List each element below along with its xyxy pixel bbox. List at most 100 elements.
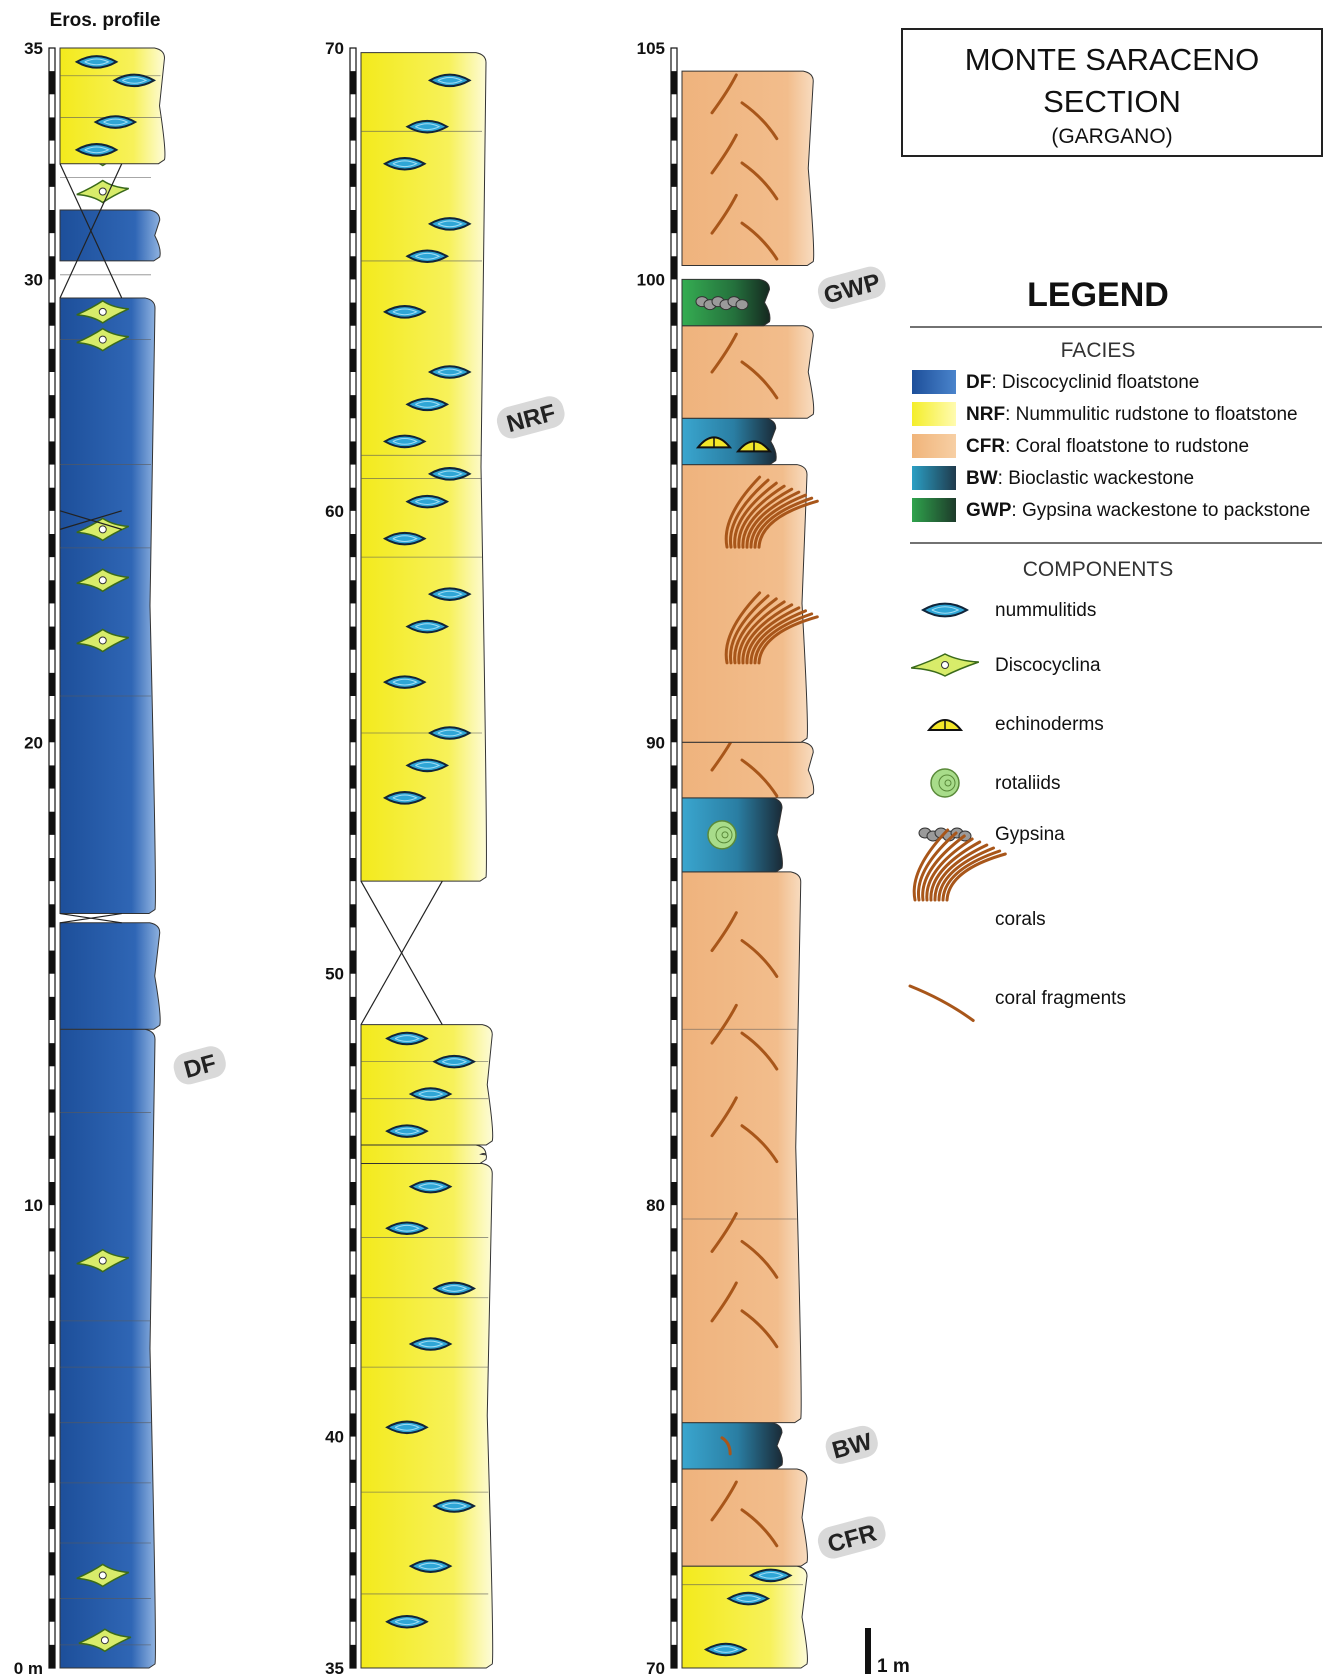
axis-segment — [671, 303, 677, 326]
legend-component-label: nummulitids — [995, 600, 1096, 621]
bed-cfr — [682, 326, 814, 419]
discocyclina-center — [99, 526, 106, 533]
axis-segment — [49, 1367, 55, 1390]
nummulitid-icon — [923, 604, 967, 617]
axis-segment — [350, 349, 356, 372]
legend-facies-code: GWP — [966, 500, 1012, 521]
covered-interval — [60, 914, 122, 923]
axis-segment — [350, 210, 356, 233]
legend-swatch — [912, 402, 956, 426]
bed-body — [682, 1469, 807, 1566]
axis-tick-label: 35 — [24, 39, 43, 58]
legend-component-label: coral fragments — [995, 988, 1126, 1009]
axis-segment — [671, 1552, 677, 1575]
axis-segment — [49, 117, 55, 140]
discocyclina-center — [101, 1637, 108, 1644]
legend-swatch — [912, 466, 956, 490]
axis-segment — [671, 256, 677, 279]
axis-segment — [350, 719, 356, 742]
bed-gwp — [682, 279, 770, 325]
axis-segment — [671, 1645, 677, 1668]
axis-tick-label: 80 — [646, 1196, 665, 1215]
axis-segment — [671, 534, 677, 557]
bed-cfr — [682, 71, 814, 265]
axis-segment — [350, 303, 356, 326]
axis-segment — [671, 673, 677, 696]
axis-segment — [49, 441, 55, 464]
axis-segment — [350, 1043, 356, 1066]
axis-segment — [671, 627, 677, 650]
axis-segment — [350, 395, 356, 418]
axis-tick-label: 70 — [646, 1659, 665, 1676]
axis-tick-label: 40 — [325, 1428, 344, 1447]
bed-df — [60, 1029, 155, 1668]
axis-tick-label: 100 — [637, 270, 665, 289]
bed-body — [682, 418, 776, 464]
bed-nrf — [361, 1163, 493, 1668]
legend-component-item: coral fragments — [910, 986, 1126, 1021]
axis-segment — [350, 71, 356, 94]
axis-segment — [671, 904, 677, 927]
legend-facies-item: NRF: Nummulitic rudstone to floatstone — [912, 402, 1298, 426]
axis-segment — [350, 1136, 356, 1159]
erosion-profile-label: Eros. profile — [50, 10, 161, 31]
axis-segment — [49, 1645, 55, 1668]
depth-axis: 3540506070 — [325, 39, 356, 1676]
legend-component-label: Gypsina — [995, 824, 1065, 845]
axis-segment — [350, 904, 356, 927]
axis-segment — [350, 1367, 356, 1390]
axis-segment — [49, 1228, 55, 1251]
axis-segment — [350, 997, 356, 1020]
bed-nrf — [682, 1566, 807, 1668]
scale-bar-label: 1 m — [877, 1656, 910, 1676]
title-line-3: (GARGANO) — [1051, 125, 1172, 148]
axis-segment — [49, 1043, 55, 1066]
axis-segment — [49, 951, 55, 974]
axis-segment — [671, 71, 677, 94]
bed-nrf — [361, 1025, 493, 1145]
legend-facies-desc: : Coral floatstone to rudstone — [1005, 436, 1249, 457]
bed-cfr — [682, 1469, 807, 1566]
legend-facies-item: CFR: Coral floatstone to rudstone — [912, 434, 1249, 458]
bed-body — [361, 53, 486, 882]
bed-nrf — [60, 48, 165, 164]
discocyclina-center — [99, 577, 106, 584]
legend-component-label: rotaliids — [995, 773, 1060, 794]
axis-segment — [671, 1367, 677, 1390]
axis-segment — [350, 1645, 356, 1668]
facies-tag-label: CFR — [825, 1519, 880, 1558]
axis-tick-label: 10 — [24, 1196, 43, 1215]
title-line-2: SECTION — [1043, 84, 1181, 119]
scale-bar: 1 m — [865, 1628, 910, 1676]
axis-segment — [671, 580, 677, 603]
bed-body — [682, 742, 814, 798]
legend: LEGEND FACIES COMPONENTS DF: Discocyclin… — [910, 276, 1322, 1021]
bed-body — [60, 923, 160, 1029]
axis-segment — [671, 1413, 677, 1436]
axis-segment — [350, 1413, 356, 1436]
legend-facies-code: DF — [966, 372, 991, 393]
discocyclina-center — [99, 637, 106, 644]
axis-segment — [671, 349, 677, 372]
axis-segment — [49, 904, 55, 927]
scale-bar-mark — [865, 1628, 871, 1674]
bed-nrf — [361, 53, 486, 882]
discocyclina-center — [99, 1257, 106, 1264]
axis-segment — [350, 117, 356, 140]
axis-segment — [49, 1136, 55, 1159]
axis-segment — [350, 951, 356, 974]
bed-body — [361, 1025, 493, 1145]
axis-tick-label: 20 — [24, 733, 43, 752]
legend-facies-item: BW: Bioclastic wackestone — [912, 466, 1194, 490]
axis-segment — [49, 1275, 55, 1298]
legend-facies-code: CFR — [966, 436, 1005, 457]
bed-body — [60, 48, 165, 164]
gypsina-icon — [736, 300, 748, 310]
axis-tick-label: 50 — [325, 965, 344, 984]
legend-component-label: corals — [995, 909, 1046, 930]
axis-segment — [49, 71, 55, 94]
discocyclina-center — [99, 308, 106, 315]
bed-body — [682, 872, 801, 1423]
axis-segment — [350, 673, 356, 696]
